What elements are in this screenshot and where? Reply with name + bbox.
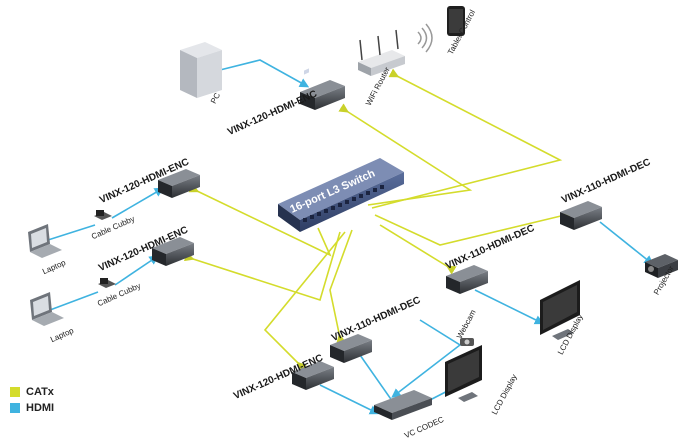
legend-item-hdmi: HDMI (10, 400, 54, 416)
hdmi-cables (47, 59, 654, 415)
catx-cable-dec-right (374, 209, 571, 246)
dec-bottom-box (330, 334, 372, 363)
wireless-signal-icon (417, 23, 433, 53)
dec-right-box (560, 201, 602, 230)
catx-cables (183, 68, 571, 372)
wifi-router-icon (358, 29, 405, 76)
hdmi-cable-cubby-1 (111, 187, 165, 219)
catx-cable-dec-bottom (329, 229, 353, 344)
lcd-display-2-icon (445, 345, 482, 402)
laptop-1-icon (28, 224, 62, 258)
hdmi-cable-laptop-2 (49, 291, 99, 311)
catx-cable-dec-mid (379, 224, 457, 275)
hdmi-cable-lcd-1 (474, 289, 545, 325)
switch-ports (303, 185, 384, 222)
catx-cable-enc-left-2 (183, 231, 341, 302)
vc-codec-icon (374, 390, 432, 420)
dec-mid-box (446, 265, 488, 294)
legend-swatch-catx (10, 387, 20, 397)
hdmi-cable-webcam (391, 319, 462, 398)
catx-cable-enc-bottom (263, 231, 346, 372)
hdmi-cable-laptop-1 (47, 224, 96, 241)
legend-item-catx: CATx (10, 384, 54, 400)
enc-bottom-box (292, 361, 334, 390)
webcam-icon (460, 338, 474, 346)
tablet-icon (447, 6, 465, 36)
hdmi-cable-cubby-2 (114, 255, 159, 286)
l3-switch (278, 68, 404, 232)
catx-cable-enc-left-1 (188, 183, 332, 257)
hdmi-cable-projector (599, 221, 654, 265)
lcd-display-1-icon (540, 280, 580, 340)
legend-swatch-hdmi (10, 403, 20, 413)
projector-icon (645, 254, 678, 278)
hdmi-cable-dec-bottom-lcd (359, 354, 398, 409)
cable-cubby-2-icon (98, 278, 116, 288)
laptop-2-icon (30, 292, 64, 326)
cable-cubby-1-icon (94, 210, 112, 220)
module-boxes (152, 80, 602, 390)
pc-icon (180, 42, 222, 98)
enc-top-box (300, 80, 345, 110)
legend-label-hdmi: HDMI (26, 402, 55, 414)
catx-cable-router (371, 68, 563, 209)
hdmi-cable-enc-bottom-codec (319, 384, 380, 415)
legend: CATx HDMI (10, 384, 54, 416)
enc-left-1-box (158, 169, 200, 198)
hdmi-cable-pc (219, 59, 310, 88)
enc-left-2-box (152, 237, 194, 266)
legend-label-catx: CATx (26, 386, 54, 398)
